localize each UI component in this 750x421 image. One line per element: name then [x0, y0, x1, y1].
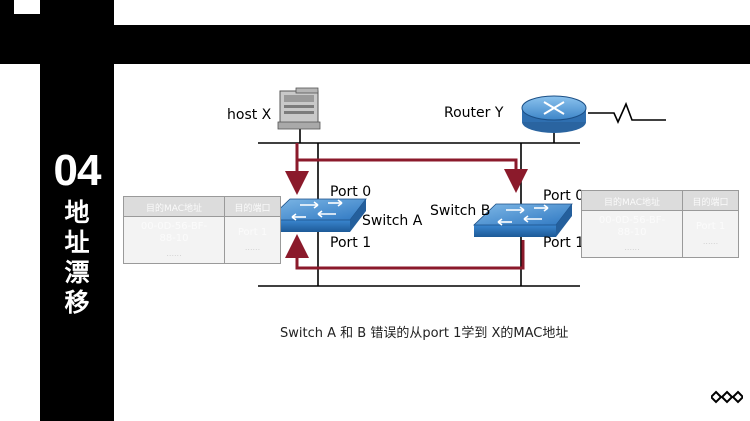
- section-title-char: 地: [64, 198, 90, 227]
- header-bar: [0, 25, 750, 64]
- port-value: Port 1: [695, 221, 726, 232]
- section-title-char: 址: [64, 228, 90, 257]
- diagram-caption: Switch A 和 B 错误的从port 1学到 X的MAC地址: [280, 326, 569, 341]
- mac-table-cell-port: Port 1 ......: [224, 217, 280, 263]
- corner-accent-cut: [14, 0, 40, 14]
- frame-path-switch-b-loop: [285, 234, 525, 270]
- switch-b-port1-label: Port 1: [543, 235, 585, 251]
- switch-a-port0-label: Port 0: [330, 184, 372, 200]
- port-value: Port 1: [237, 227, 268, 238]
- router-label: Router Y: [444, 105, 504, 121]
- router-wan-link: [588, 101, 666, 124]
- section-number: 04: [53, 146, 102, 195]
- mac-table-header-port: 目的端口: [682, 191, 738, 211]
- switch-a-label: Switch A: [362, 213, 423, 229]
- frame-path: [285, 143, 528, 270]
- section-title-char: 漂: [64, 258, 90, 287]
- switch-b-label: Switch B: [430, 203, 491, 219]
- frame-path-top-to-switch-b: [297, 158, 528, 193]
- section-side-band: [40, 0, 114, 421]
- mac-table-more-dots: ......: [244, 243, 261, 252]
- mac-address-value: 00-0D-56-BF-88-10: [598, 215, 666, 238]
- mac-table-switch-b: 目的MAC地址 目的端口 00-0D-56-BF-88-10 ...... Po…: [581, 190, 739, 258]
- section-title-char: 移: [64, 288, 90, 317]
- mac-table-switch-a: 目的MAC地址 目的端口 00-0D-56-BF-88-10 ...... Po…: [123, 196, 281, 264]
- mac-table-more-dots: ......: [166, 249, 182, 258]
- mac-table-cell-mac: 00-0D-56-BF-88-10 ......: [124, 217, 224, 263]
- mac-table-cell-port: Port 1 ......: [682, 211, 738, 257]
- switch-icon: [267, 198, 367, 232]
- switch-b-port0-label: Port 0: [543, 188, 585, 204]
- diamonds-icon[interactable]: [711, 390, 743, 404]
- switch-a-port1-label: Port 1: [330, 235, 372, 251]
- mac-table-cell-mac: 00-0D-56-BF-88-10 ......: [582, 211, 682, 257]
- mac-table-more-dots: ......: [702, 237, 719, 246]
- router-icon: [521, 95, 587, 133]
- desktop-computer-icon: [277, 87, 321, 130]
- host-label: host X: [227, 107, 272, 123]
- mac-table-header-mac: 目的MAC地址: [582, 191, 682, 211]
- mac-table-header-mac: 目的MAC地址: [124, 197, 224, 217]
- switch-icon: [473, 203, 573, 237]
- mac-address-value: 00-0D-56-BF-88-10: [140, 221, 208, 244]
- mac-table-more-dots: ......: [624, 243, 640, 252]
- mac-table-header-port: 目的端口: [224, 197, 280, 217]
- section-title: 地 址 漂 移: [50, 198, 104, 318]
